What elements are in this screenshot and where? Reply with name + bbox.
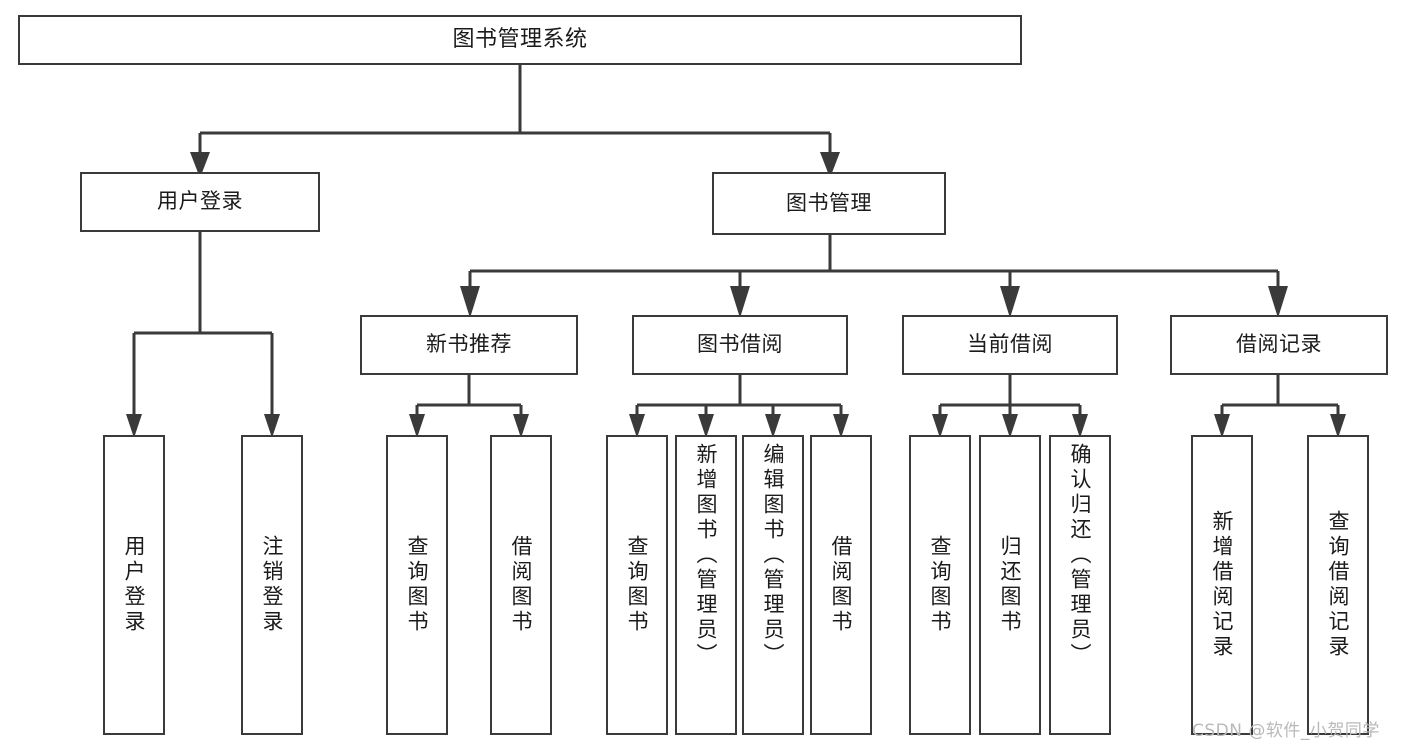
node-label: 新增图书（管理员） — [694, 443, 719, 668]
node-current-borrow[interactable]: 当前借阅 — [902, 315, 1118, 375]
node-new-book-recommend[interactable]: 新书推荐 — [360, 315, 578, 375]
node-user-login[interactable]: 用户登录 — [80, 172, 320, 232]
node-label: 编辑图书（管理员） — [761, 443, 786, 668]
node-label: 查询图书 — [405, 535, 430, 635]
node-label: 图书管理 — [786, 190, 872, 215]
leaf-user-login[interactable]: 用户登录 — [103, 435, 165, 735]
node-label: 借阅记录 — [1236, 332, 1322, 357]
leaf-borrow-book-2[interactable]: 借阅图书 — [810, 435, 872, 735]
leaf-query-book-2[interactable]: 查询图书 — [606, 435, 668, 735]
leaf-return-book[interactable]: 归还图书 — [979, 435, 1041, 735]
node-label: 确认归还（管理员） — [1068, 443, 1093, 668]
node-label: 查询图书 — [625, 535, 650, 635]
leaf-query-book-3[interactable]: 查询图书 — [909, 435, 971, 735]
node-label: 注销登录 — [260, 535, 285, 635]
leaf-add-record[interactable]: 新增借阅记录 — [1191, 435, 1253, 735]
node-root-system[interactable]: 图书管理系统 — [18, 15, 1022, 65]
node-label: 新书推荐 — [426, 332, 512, 357]
node-label: 查询借阅记录 — [1326, 510, 1351, 660]
leaf-add-book[interactable]: 新增图书（管理员） — [675, 435, 737, 735]
leaf-query-book-1[interactable]: 查询图书 — [386, 435, 448, 735]
node-book-borrow[interactable]: 图书借阅 — [632, 315, 848, 375]
node-label: 用户登录 — [157, 189, 243, 214]
node-label: 当前借阅 — [967, 332, 1053, 357]
node-label: 图书管理系统 — [452, 26, 588, 52]
node-label: 用户登录 — [122, 535, 147, 635]
leaf-edit-book[interactable]: 编辑图书（管理员） — [742, 435, 804, 735]
node-label: 新增借阅记录 — [1210, 510, 1235, 660]
node-label: 借阅图书 — [509, 535, 534, 635]
node-label: 查询图书 — [928, 535, 953, 635]
leaf-borrow-book-1[interactable]: 借阅图书 — [490, 435, 552, 735]
node-label: 图书借阅 — [697, 332, 783, 357]
node-label: 归还图书 — [998, 535, 1023, 635]
leaf-confirm-return[interactable]: 确认归还（管理员） — [1049, 435, 1111, 735]
node-book-management[interactable]: 图书管理 — [712, 172, 946, 235]
node-borrow-records[interactable]: 借阅记录 — [1170, 315, 1388, 375]
node-label: 借阅图书 — [829, 535, 854, 635]
leaf-user-logout[interactable]: 注销登录 — [241, 435, 303, 735]
csdn-watermark: CSDN @软件_小贺同学 — [1192, 721, 1380, 741]
leaf-query-record[interactable]: 查询借阅记录 — [1307, 435, 1369, 735]
